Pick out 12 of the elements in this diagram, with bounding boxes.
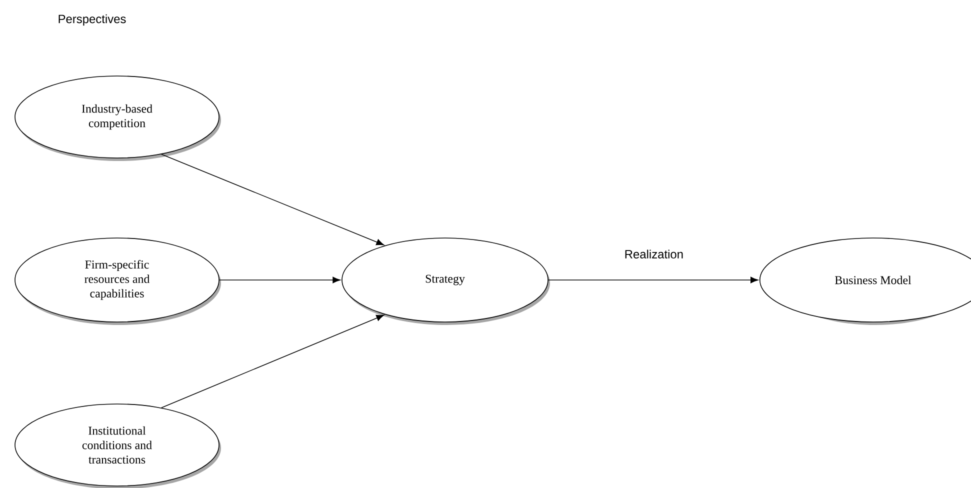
ellipse-node: Strategy <box>342 238 550 325</box>
arrow <box>161 154 384 246</box>
ellipse-node: Industry-based competition <box>14 76 221 161</box>
heading-label: Perspectives <box>58 14 126 26</box>
arrow <box>161 314 384 408</box>
ellipse-node: Institutional conditions and transactions <box>14 404 221 488</box>
edge-label: Realization <box>625 250 683 258</box>
ellipse-node: Firm-specific resources and capabilities <box>14 238 221 325</box>
arrow <box>548 276 758 284</box>
ellipse-node: Business Model <box>759 238 971 325</box>
arrow <box>219 276 340 284</box>
node-label: Business Model <box>834 276 912 284</box>
